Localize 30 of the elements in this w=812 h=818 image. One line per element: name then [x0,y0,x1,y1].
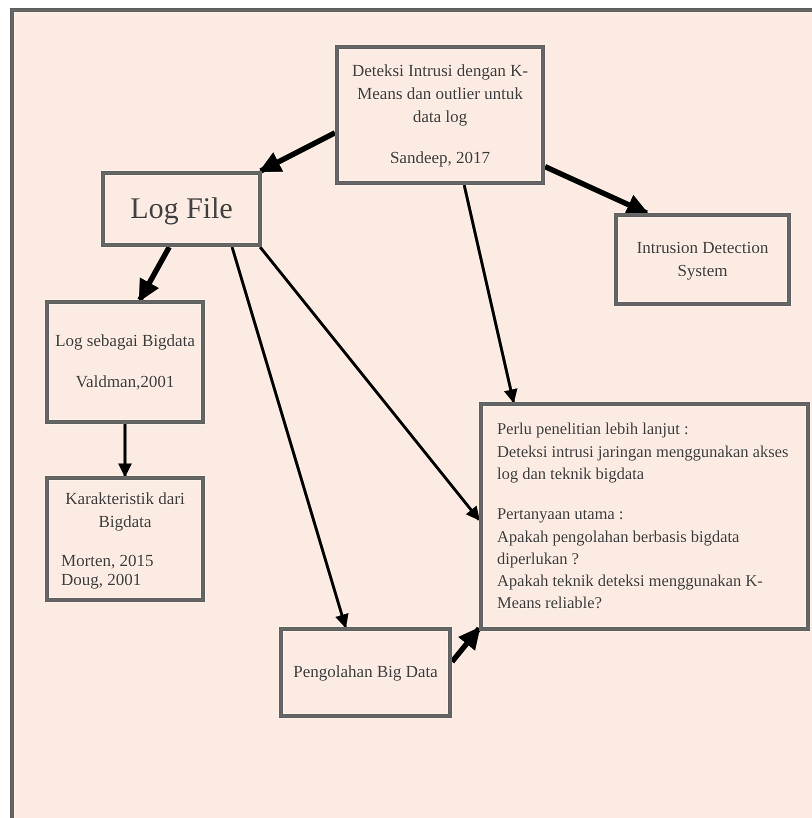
node-text: Karakteristik dari Bigdata [64,488,186,534]
text-box [335,45,545,185]
node-text: Log File [130,190,233,227]
node-text: Sandeep, 2017 [390,146,490,169]
node-text: Morten, 2015 [60,552,154,571]
node-text: Deteksi intrusi jaringan menggunakan akses log dan teknik bigdata [497,440,790,485]
text-box [614,213,791,306]
text-box [45,300,205,424]
node-text: Log sebagai Bigdata [55,330,195,352]
arrow [450,626,482,664]
arrow [258,246,480,521]
text-box [101,171,262,247]
arrow [462,184,518,404]
node-text: Perlu penelitian lebih lanjut : [497,418,689,440]
node-text: Valdman,2001 [76,371,174,393]
arrow [544,164,649,216]
arrow [118,424,132,478]
text-box [479,402,810,631]
node-text: Intrusion Detection System [636,236,770,282]
text-box [45,476,205,602]
node-text: Apakah pengolahan berbasis bigdata diperlukan ? [497,526,740,570]
node-text: Deteksi Intrusi dengan K-Means dan outlier untuk data log [350,60,530,128]
node-text: Doug, 2001 [60,570,142,590]
node-text: Apakah teknik deteksi menggunakan K-Means reliable? [497,570,764,614]
arrow [230,246,349,628]
node-text: Pengolahan Big Data [293,661,438,684]
text-box [279,627,452,718]
arrow [137,246,172,302]
node-text: Pertanyaan utama : [497,503,624,526]
arrow [258,130,336,174]
